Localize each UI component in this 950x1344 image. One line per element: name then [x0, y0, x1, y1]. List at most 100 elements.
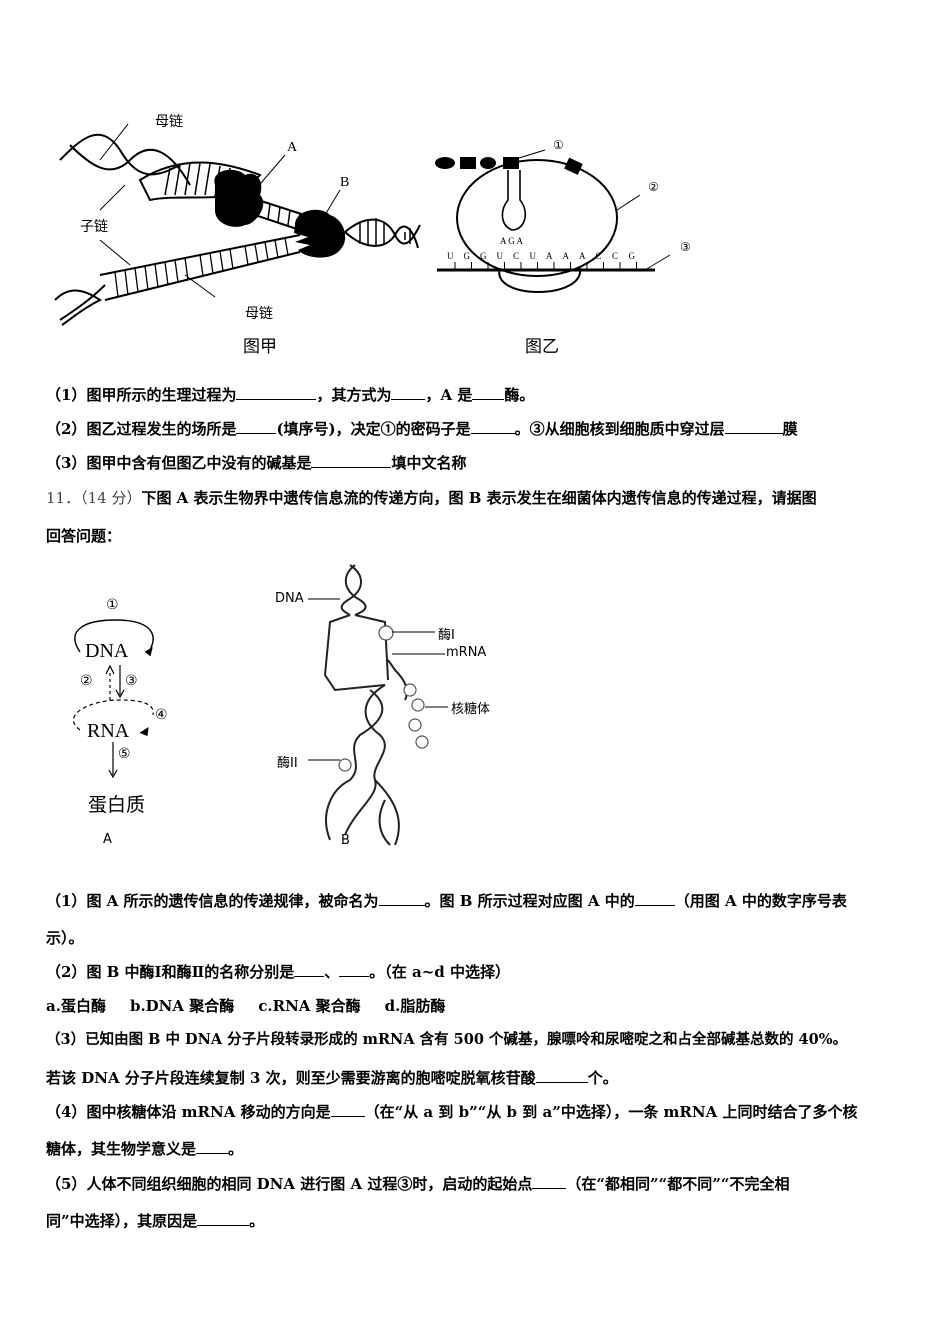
item-text: 酶。	[504, 386, 535, 404]
figure-a-caption: A	[103, 832, 112, 847]
item-text: 图中核糖体沿 mRNA 移动的方向是	[86, 1103, 331, 1121]
mrna-base: U	[447, 251, 454, 261]
mrna-base: C	[513, 251, 520, 261]
option-b: b.DNA 聚合酶	[129, 997, 235, 1015]
item-text: 糖体，其生物学意义是	[46, 1140, 197, 1158]
mrna-base: G	[463, 251, 471, 261]
figure-jia-caption: 图甲	[243, 337, 277, 357]
item-text: 图 B 中酶Ⅰ和酶Ⅱ的名称分别是	[86, 963, 295, 981]
mrna-base: G	[480, 251, 487, 261]
step-5-label: ⑤	[118, 746, 131, 762]
label-enzyme-a: A	[287, 140, 298, 155]
item-text: 。	[249, 1212, 265, 1230]
label-circle2: ②	[648, 180, 659, 194]
mrna-base: C	[595, 251, 602, 261]
item-text: 、	[324, 963, 340, 981]
mrna-base: U	[529, 251, 537, 261]
mrna-base: A	[562, 251, 570, 261]
label-dna: DNA	[275, 591, 304, 606]
item-text: 。③从细胞核到细胞质中穿过层	[514, 420, 725, 438]
q11-sub-4-line2: 糖体，其生物学意义是。	[46, 1139, 243, 1159]
answer-blank[interactable]	[236, 419, 277, 434]
q11-sub-4: （4）图中核糖体沿 mRNA 移动的方向是 （在“从 a 到 b”“从 b 到 a…	[46, 1102, 857, 1122]
item-text: （在“从 a 到 b”“从 b 到 a”中选择），一条 mRNA 上同时结合了多…	[364, 1103, 858, 1121]
answer-blank[interactable]	[197, 1211, 250, 1226]
dna-replication-diagram	[54, 123, 421, 326]
mrna-base: A	[579, 251, 586, 261]
item-text: 个。	[587, 1069, 618, 1087]
item-text: 。图 B 所示过程对应图 A 中的	[424, 892, 635, 910]
label-enzyme-2: 酶II	[277, 756, 298, 771]
label-ribosome: 核糖体	[451, 702, 491, 717]
q11-sub-5-line2: 同”中选择），其原因是 。	[46, 1211, 264, 1231]
answer-blank[interactable]	[634, 891, 675, 906]
label-circle3: ③	[680, 240, 691, 254]
item-text: 若该 DNA 分子片段连续复制 3 次，则至少需要游离的胞嘧啶脱氧核苷酸	[46, 1069, 536, 1087]
q10-item-1: （1）图甲所示的生理过程为，其方式为，A 是酶。	[46, 385, 534, 405]
item-text: ，其方式为	[316, 386, 392, 404]
answer-blank[interactable]	[294, 962, 325, 977]
central-dogma-diagram	[73, 619, 154, 779]
item-number: （3）	[46, 454, 87, 472]
answer-blank[interactable]	[330, 1102, 365, 1117]
figure-yi-caption: 图乙	[525, 337, 559, 357]
answer-blank[interactable]	[378, 891, 425, 906]
question-number: 11．	[46, 489, 81, 507]
q11-stem-line2: 回答问题：	[46, 527, 122, 545]
answer-blank[interactable]	[724, 419, 783, 434]
option-a: a.蛋白酶	[46, 997, 106, 1015]
stem-text: 下图 A 表示生物界中遗传信息流的传递方向，图 B 表示发生在细菌体内遗传信息的…	[141, 489, 817, 507]
question-score: （14 分）	[80, 489, 142, 507]
item-text: 已知由图 B 中 DNA 分子片段转录形成的 mRNA 含有 500 个碱基，腺…	[85, 1031, 847, 1048]
item-text: (填序号)，决定①的密码子是	[276, 420, 471, 438]
q11-sub-1-line2: 示）。	[46, 929, 84, 947]
label-parent-strand-bottom: 母链	[245, 306, 273, 322]
anticodon: A G A	[500, 236, 524, 246]
item-text: 图甲中含有但图乙中没有的碱基是	[86, 454, 312, 472]
step-3-label: ③	[125, 673, 138, 689]
label-daughter-strand: 子链	[80, 219, 108, 235]
item-text: （用图 A 中的数字序号表	[674, 892, 847, 910]
item-text: 填中文名称	[391, 454, 467, 472]
bacterial-gene-expression-diagram	[308, 564, 448, 846]
mrna-base: G	[628, 251, 636, 261]
option-d: d.脂肪酶	[384, 997, 446, 1015]
item-number: （1）	[46, 386, 87, 404]
mrna-base: A	[546, 251, 553, 261]
answer-blank[interactable]	[470, 419, 515, 434]
q10-item-3: （3）图甲中含有但图乙中没有的碱基是 填中文名称	[46, 453, 466, 473]
item-text: 同”中选择），其原因是	[46, 1212, 198, 1230]
answer-blank[interactable]	[339, 962, 370, 977]
mrna-base: U	[496, 251, 504, 261]
q11-sub-3-line2: 若该 DNA 分子片段连续复制 3 次，则至少需要游离的胞嘧啶脱氧核苷酸 个。	[46, 1068, 618, 1088]
answer-blank[interactable]	[535, 1068, 588, 1083]
q11-stem: 11．（14 分）下图 A 表示生物界中遗传信息流的传递方向，图 B 表示发生在…	[46, 488, 817, 508]
item-text: 膜	[782, 420, 798, 438]
item-text: （在“都相同”“都不同”“不完全相	[566, 1175, 790, 1193]
step-1-label: ①	[106, 597, 119, 613]
item-number: （3）	[46, 1031, 86, 1048]
item-text: 。（在 a~d 中选择）	[369, 963, 510, 981]
step-2-label: ②	[80, 673, 93, 689]
item-text: 人体不同组织细胞的相同 DNA 进行图 A 过程③时，启动的起始点	[86, 1175, 533, 1193]
q11-sub-2: （2）图 B 中酶Ⅰ和酶Ⅱ的名称分别是、。（在 a~d 中选择）	[46, 962, 510, 982]
answer-blank[interactable]	[311, 453, 392, 468]
answer-blank[interactable]	[472, 385, 505, 400]
figure-b-caption: B	[341, 833, 350, 848]
item-number: （4）	[46, 1103, 87, 1121]
item-text: 图 A 所示的遗传信息的传递规律，被命名为	[86, 892, 379, 910]
translation-diagram	[435, 149, 671, 293]
answer-blank[interactable]	[196, 1139, 229, 1154]
item-number: （2）	[46, 420, 87, 438]
item-text: 图乙过程发生的场所是	[86, 420, 237, 438]
answer-blank[interactable]	[532, 1174, 567, 1189]
dna-label: DNA	[85, 640, 129, 662]
item-number: （1）	[46, 892, 87, 910]
label-parent-strand-top: 母链	[155, 114, 183, 130]
answer-blank[interactable]	[236, 385, 317, 400]
label-mrna: mRNA	[446, 645, 487, 660]
answer-blank[interactable]	[391, 385, 426, 400]
item-text: 图甲所示的生理过程为	[86, 386, 237, 404]
